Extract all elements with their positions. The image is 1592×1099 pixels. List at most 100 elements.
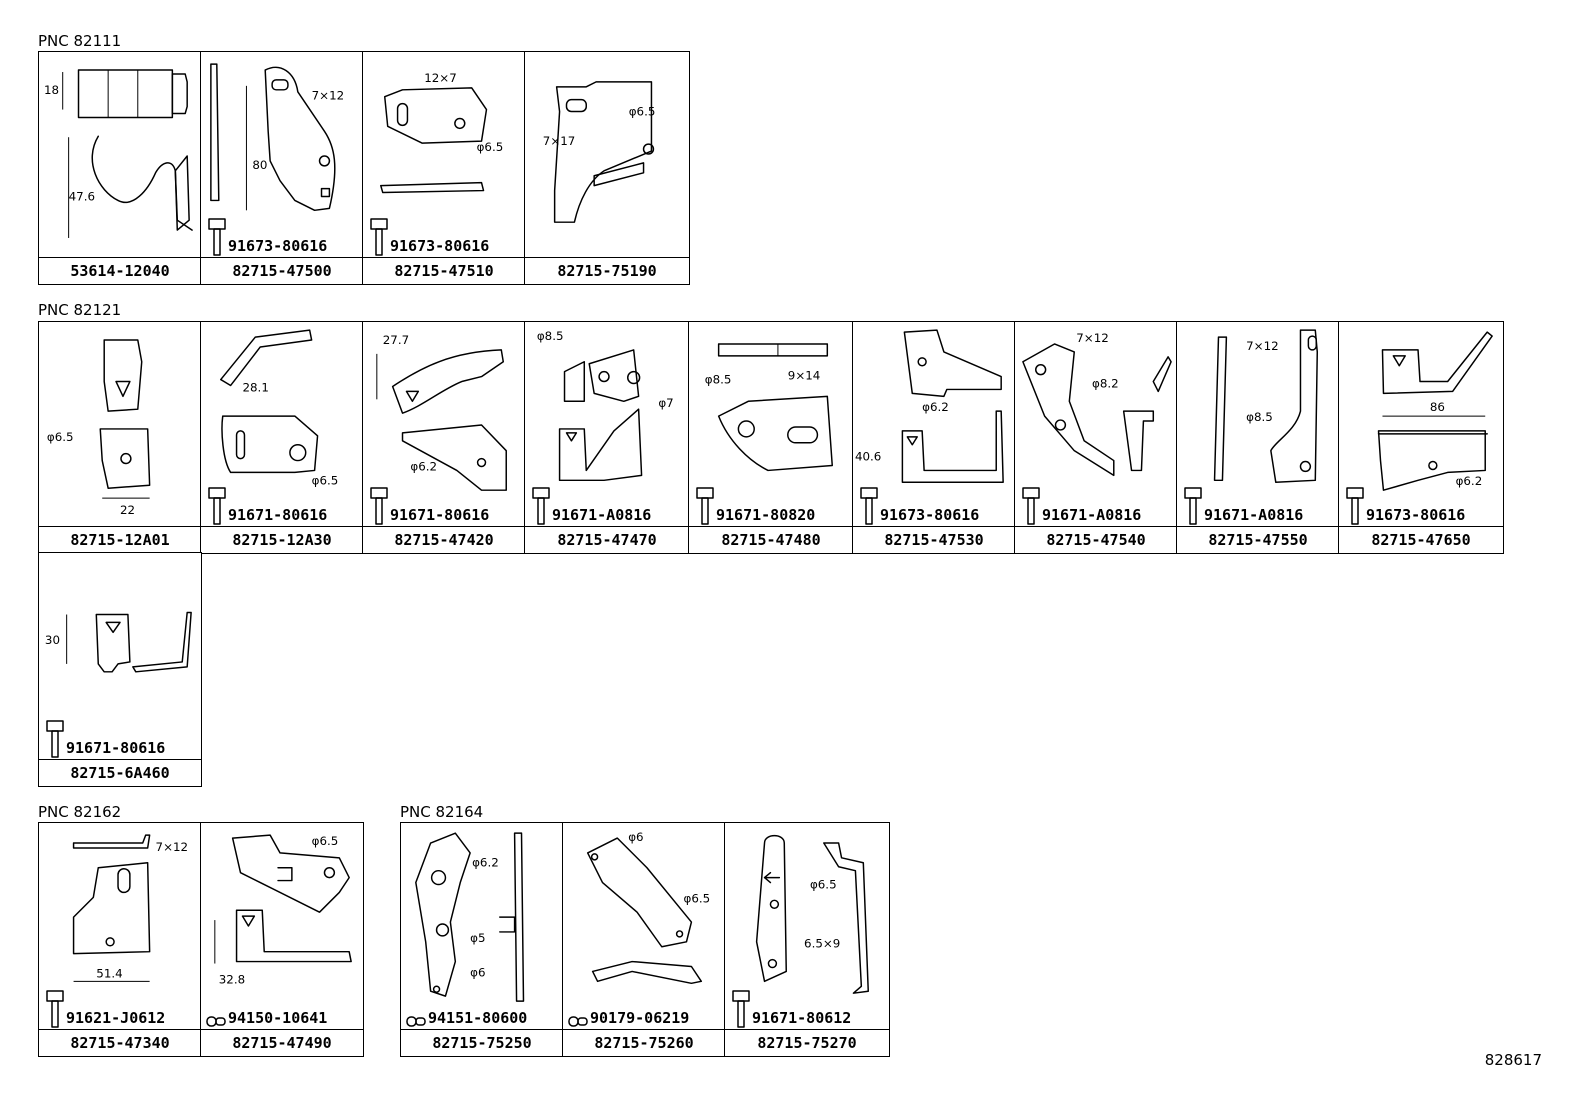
part-number: 82715-47500 — [201, 257, 363, 284]
part-cell-82715-75250[interactable]: φ6.2 φ5 φ6 94151-80600 82715-75250 — [400, 822, 564, 1057]
part-cell-82715-12A30[interactable]: 28.1 φ6.5 91671-80616 82715-12A30 — [200, 321, 364, 554]
pnc-label-82111: PNC 82111 — [38, 32, 122, 50]
dim-text: 7×12 — [156, 840, 189, 854]
part-drawing-bracket: φ6.5 7×17 — [543, 81, 655, 223]
part-number: 82715-12A30 — [201, 526, 363, 553]
bolt-icon — [860, 487, 878, 525]
part-drawing-bracket: 80 7×12 — [210, 63, 345, 212]
bolt-icon — [532, 487, 550, 525]
fastener-number: 91671-80820 — [716, 506, 816, 524]
part-cell-82715-75270[interactable]: φ6.5 6.5×9 91671-80612 82715-75270 — [724, 822, 890, 1057]
part-cell-82715-47420[interactable]: 27.7 φ6.2 91671-80616 82715-47420 — [362, 321, 526, 554]
fastener: 91673-80616 — [1343, 486, 1465, 526]
fastener: 94151-80600 — [405, 989, 527, 1029]
part-cell-82715-12A01[interactable]: φ6.5 22 82715-12A01 — [38, 321, 202, 554]
dim-text: 80 — [252, 158, 267, 172]
part-number: 82715-75260 — [563, 1029, 725, 1056]
part-drawing-bracket: φ8.5 φ7 — [537, 329, 674, 482]
dim-text: 28.1 — [242, 380, 268, 394]
fastener-number: 91671-80612 — [752, 1009, 852, 1027]
part-cell-82715-47500[interactable]: 80 7×12 91673-80616 82715-47500 — [200, 51, 364, 285]
pin-icon — [406, 1016, 426, 1027]
part-drawing-bracket: φ6.2 φ5 φ6 — [415, 832, 525, 1002]
dim-text: 7×12 — [1246, 339, 1279, 353]
part-drawing-bracket: 7×12 φ8.5 — [1213, 329, 1319, 484]
dim-text: 7×17 — [543, 134, 576, 148]
part-cell-82715-47550[interactable]: 7×12 φ8.5 91671-A0816 82715-47550 — [1176, 321, 1340, 554]
part-cell-82715-47650[interactable]: 86 φ6.2 91673-80616 82715-47650 — [1338, 321, 1504, 554]
part-drawing-bracket: 7×12 φ8.2 — [1022, 331, 1172, 477]
bolt-icon — [1346, 487, 1364, 525]
dim-text: 32.8 — [219, 972, 245, 986]
dim-text: 51.4 — [96, 966, 122, 980]
part-drawing-bracket: φ6.5 32.8 — [214, 834, 352, 986]
part-cell-82715-47480[interactable]: φ8.5 9×14 91671-80820 82715-47480 — [688, 321, 854, 554]
part-cell-82715-6A460[interactable]: 30 91671-80616 82715-6A460 — [38, 552, 202, 787]
fastener-number: 91673-80616 — [1366, 506, 1466, 524]
part-cell-82715-47510[interactable]: 12×7 φ6.5 91673-80616 82715-47510 — [362, 51, 526, 285]
part-cell-82715-47340[interactable]: 7×12 51.4 91621-J0612 82715-47340 — [38, 822, 202, 1057]
fastener-number: 94150-10641 — [228, 1009, 328, 1027]
part-drawing-bracket: 27.7 φ6.2 — [376, 333, 507, 491]
part-number: 82715-12A01 — [39, 526, 201, 553]
dim-text: φ6 — [628, 830, 643, 844]
part-cell-53614-12040[interactable]: 18 47.6 53614-12040 — [38, 51, 202, 285]
bolt-icon — [370, 218, 388, 256]
fastener: 91671-A0816 — [529, 486, 651, 526]
dim-text: 7×12 — [312, 89, 345, 103]
fastener: 94150-10641 — [205, 989, 327, 1029]
part-cell-82715-75190[interactable]: φ6.5 7×17 82715-75190 — [524, 51, 690, 285]
bolt-icon — [696, 487, 714, 525]
dim-text: φ6.5 — [684, 891, 711, 905]
bolt-icon — [208, 218, 226, 256]
dim-text: φ6.2 — [472, 856, 499, 870]
dim-text: φ6.2 — [410, 459, 437, 473]
part-cell-82715-47490[interactable]: φ6.5 32.8 94150-10641 82715-47490 — [200, 822, 364, 1057]
fastener: 90179-06219 — [567, 989, 689, 1029]
part-drawing-bracket: φ6.2 40.6 — [855, 329, 1004, 484]
part-number: 82715-47340 — [39, 1029, 201, 1056]
fastener: 91671-80616 — [205, 486, 327, 526]
fastener-number: 91671-A0816 — [1204, 506, 1304, 524]
part-number: 53614-12040 — [39, 257, 201, 284]
fastener: 91671-A0816 — [1019, 486, 1141, 526]
part-drawing-bracket: φ6.5 22 — [47, 339, 151, 517]
dim-text: 40.6 — [855, 450, 881, 464]
part-number: 82715-47540 — [1015, 526, 1177, 553]
fastener-number: 91671-A0816 — [552, 506, 652, 524]
part-cell-82715-75260[interactable]: φ6 φ6.5 90179-06219 82715-75260 — [562, 822, 726, 1057]
part-drawing-bracket: 86 φ6.2 — [1377, 331, 1493, 491]
dim-text: φ8.5 — [537, 329, 564, 343]
sheet-number: 828617 — [1484, 1051, 1542, 1069]
part-drawing-bracket: 7×12 51.4 — [72, 834, 189, 982]
bolt-icon — [208, 487, 226, 525]
dim-text: φ8.2 — [1092, 376, 1119, 390]
dim-text: 47.6 — [69, 189, 95, 203]
part-drawing-clip: 18 47.6 — [44, 69, 193, 238]
part-drawing-bracket: 28.1 φ6.5 — [220, 329, 339, 487]
bolt-icon — [1184, 487, 1202, 525]
dim-text: φ8.5 — [1246, 410, 1273, 424]
dim-text: 27.7 — [383, 333, 409, 347]
fastener-number: 91673-80616 — [228, 237, 328, 255]
fastener: 91671-80612 — [729, 989, 851, 1029]
part-cell-82715-47540[interactable]: 7×12 φ8.2 91671-A0816 82715-47540 — [1014, 321, 1178, 554]
part-number: 82715-47530 — [853, 526, 1015, 553]
part-number: 82715-47480 — [689, 526, 853, 553]
part-number: 82715-75270 — [725, 1029, 889, 1056]
part-number: 82715-6A460 — [39, 759, 201, 786]
part-cell-82715-47470[interactable]: φ8.5 φ7 91671-A0816 82715-47470 — [524, 321, 690, 554]
fastener-number: 91673-80616 — [390, 237, 490, 255]
dim-text: φ5 — [470, 931, 485, 945]
fastener: 91673-80616 — [205, 217, 327, 257]
fastener-number: 91671-A0816 — [1042, 506, 1142, 524]
dim-text: φ6.2 — [1456, 474, 1483, 488]
part-cell-82715-47530[interactable]: φ6.2 40.6 91673-80616 82715-47530 — [852, 321, 1016, 554]
dim-text: 6.5×9 — [804, 937, 840, 951]
pin-icon — [568, 1016, 588, 1027]
part-number: 82715-47510 — [363, 257, 525, 284]
dim-text: φ6.2 — [922, 400, 949, 414]
fastener-number: 91671-80616 — [228, 506, 328, 524]
bolt-icon — [1022, 487, 1040, 525]
dim-text: φ6.5 — [312, 473, 339, 487]
